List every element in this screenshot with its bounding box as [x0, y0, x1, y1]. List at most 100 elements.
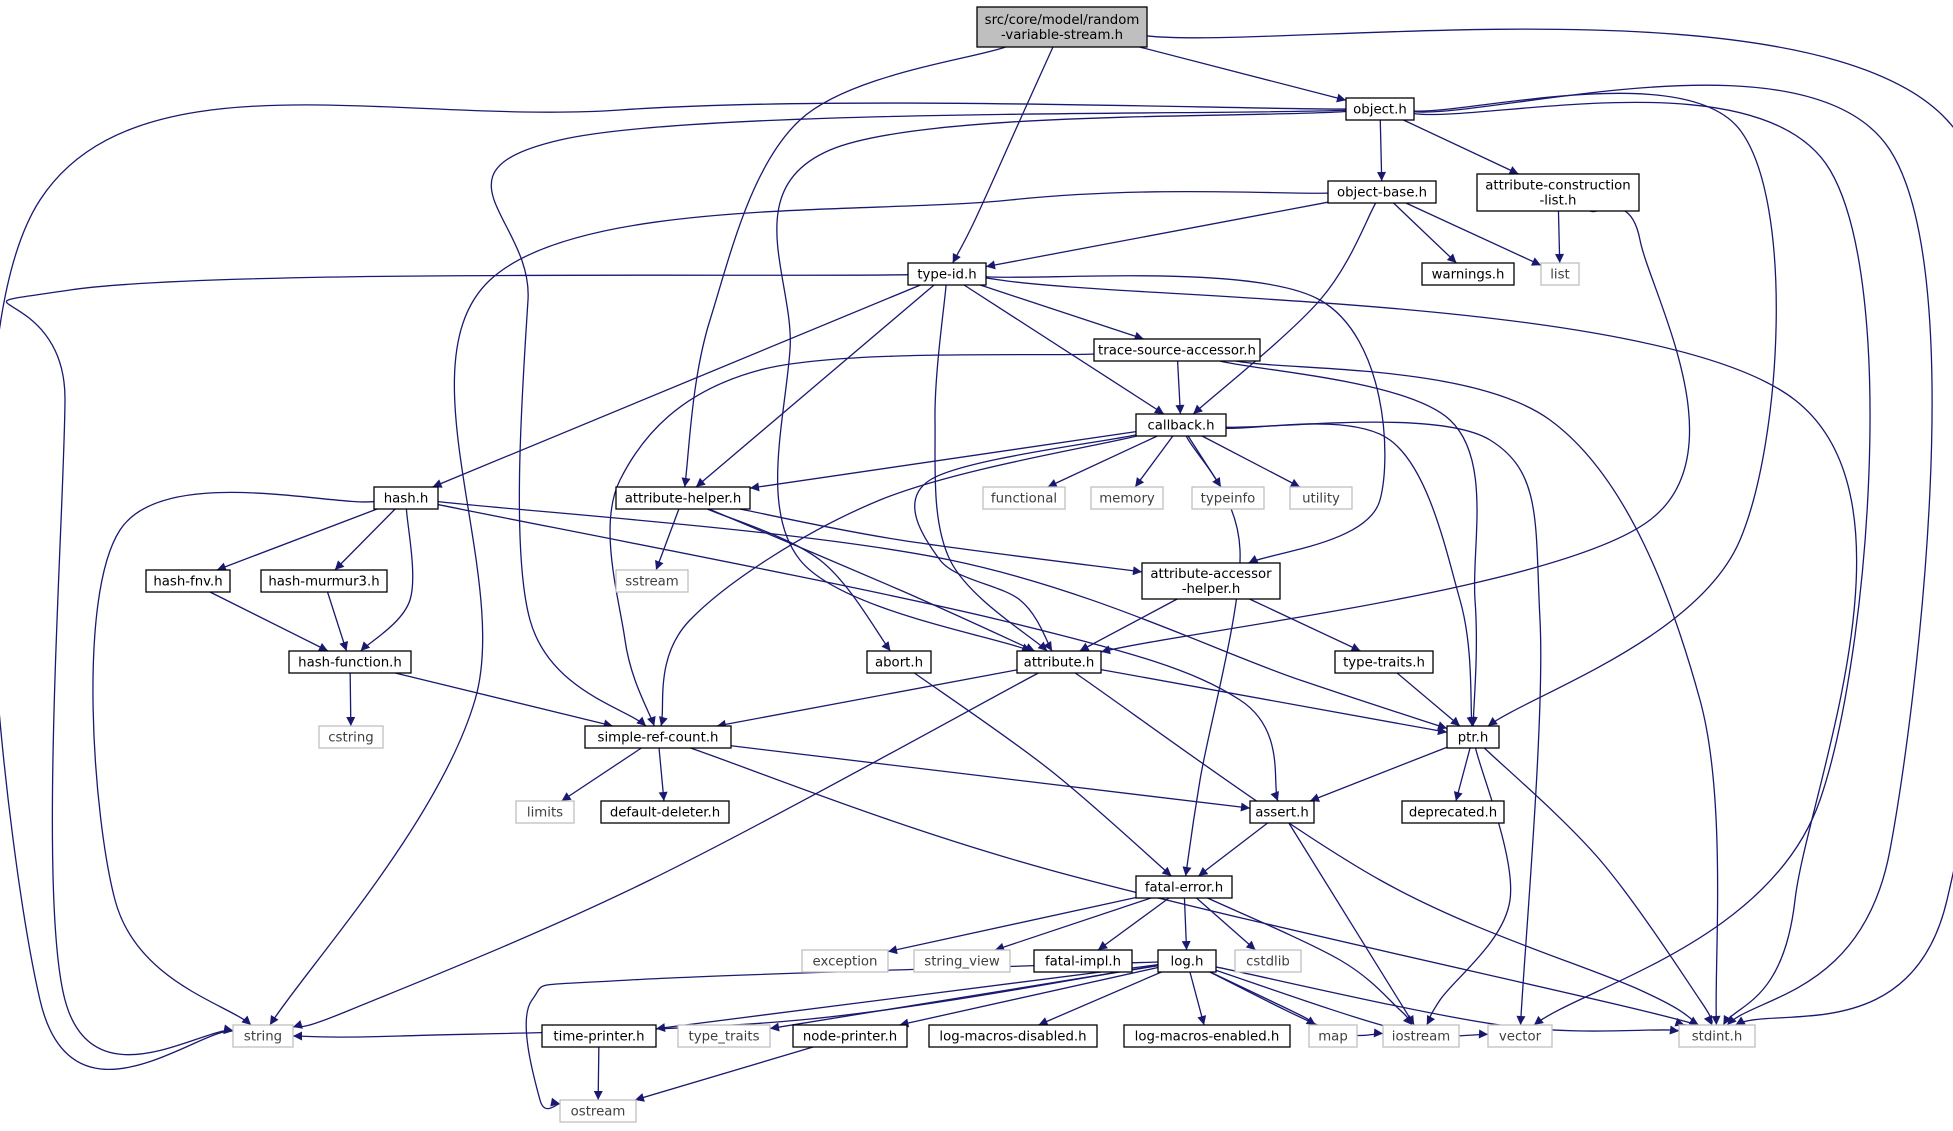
- node-box-object-base: [1327, 180, 1437, 204]
- node-map: map: [1308, 1024, 1358, 1048]
- node-label: -list.h: [1540, 194, 1577, 209]
- node-attribute[interactable]: attribute.h: [1016, 650, 1102, 674]
- node-type-traits-h[interactable]: type-traits.h: [1334, 650, 1434, 674]
- node-box-string: [232, 1024, 294, 1048]
- node-functional: functional: [982, 486, 1066, 510]
- node-cstring: cstring: [318, 725, 384, 749]
- edge-object-to-stdint: [1413, 84, 1933, 1026]
- node-label: -helper.h: [1182, 582, 1241, 597]
- node-box-ostream: [559, 1099, 637, 1123]
- node-hash-function[interactable]: hash-function.h: [288, 650, 412, 674]
- node-attr-accessor[interactable]: attribute-accessor-helper.h: [1141, 562, 1281, 600]
- node-label: callback.h: [1147, 419, 1214, 434]
- node-assert[interactable]: assert.h: [1249, 800, 1315, 824]
- edge-simple-ref-to-default-deleter: [658, 747, 668, 802]
- node-fatal-error[interactable]: fatal-error.h: [1135, 875, 1233, 899]
- edge-object-to-attr-construct: [1403, 119, 1519, 175]
- edge-trace-source-to-callback: [1175, 360, 1185, 415]
- node-trace-source[interactable]: trace-source-accessor.h: [1093, 338, 1261, 362]
- edge-ptr-to-deprecated: [1453, 747, 1471, 802]
- edge-callback-to-vector: [1225, 421, 1542, 1026]
- edge-object-to-attribute: [776, 110, 1347, 652]
- node-log-macros-disabled[interactable]: log-macros-disabled.h: [928, 1024, 1098, 1048]
- node-string_view: string_view: [913, 949, 1011, 973]
- edge-hash-to-assert: [437, 503, 1279, 802]
- node-log[interactable]: log.h: [1157, 949, 1217, 973]
- node-log-macros-enabled[interactable]: log-macros-enabled.h: [1123, 1024, 1291, 1048]
- edge-attribute-to-stdint: [1074, 672, 1699, 1026]
- node-box-root: [976, 6, 1148, 48]
- node-label: object.h: [1353, 103, 1407, 118]
- edge-attribute-to-simple-ref: [716, 669, 1018, 729]
- edge-hash-to-hash-function: [360, 508, 414, 652]
- node-label: src/core/model/random: [985, 13, 1140, 28]
- node-deprecated[interactable]: deprecated.h: [1401, 800, 1505, 824]
- node-box-object: [1345, 97, 1415, 121]
- node-label: log-macros-enabled.h: [1135, 1030, 1280, 1045]
- edge-hash-function-to-simple-ref: [395, 672, 613, 729]
- node-ptr[interactable]: ptr.h: [1446, 725, 1500, 749]
- edge-log-to-log-macros-enabled: [1189, 971, 1207, 1026]
- node-label: string: [244, 1030, 282, 1045]
- node-root[interactable]: src/core/model/random-variable-stream.h: [976, 6, 1148, 48]
- node-label: assert.h: [1255, 806, 1309, 821]
- node-label: type-traits.h: [1343, 656, 1425, 671]
- node-box-attr-accessor: [1141, 562, 1281, 600]
- node-label: limits: [527, 806, 563, 821]
- edge-attr-accessor-to-attribute: [1079, 598, 1178, 652]
- node-label: utility: [1302, 492, 1340, 507]
- node-memory: memory: [1090, 486, 1164, 510]
- node-label: vector: [1499, 1030, 1542, 1045]
- node-box-callback: [1135, 413, 1227, 437]
- node-fatal-impl[interactable]: fatal-impl.h: [1033, 949, 1133, 973]
- edge-hash-fnv-to-hash-function: [209, 591, 329, 652]
- edge-attr-helper-to-attribute: [708, 508, 1035, 652]
- edge-simple-ref-to-assert: [730, 745, 1251, 812]
- node-sstream: sstream: [615, 569, 689, 593]
- node-box-abort: [866, 650, 932, 674]
- node-box-simple-ref: [584, 725, 732, 749]
- edge-type-id-to-attr-helper: [695, 284, 935, 488]
- node-time-printer[interactable]: time-printer.h: [541, 1024, 657, 1048]
- node-type-id[interactable]: type-id.h: [907, 262, 987, 286]
- node-label: fatal-impl.h: [1045, 955, 1121, 970]
- edge-trace-source-to-ptr: [1219, 360, 1478, 727]
- node-box-stdint: [1678, 1024, 1756, 1048]
- node-hash[interactable]: hash.h: [373, 486, 439, 510]
- node-object-base[interactable]: object-base.h: [1327, 180, 1437, 204]
- node-attr-helper[interactable]: attribute-helper.h: [615, 486, 751, 510]
- edge-root-to-stdint: [1146, 28, 1953, 1026]
- node-label: trace-source-accessor.h: [1098, 344, 1256, 359]
- graph-nodes: src/core/model/random-variable-stream.h o…: [145, 6, 1756, 1123]
- edge-hash-to-ptr: [437, 501, 1448, 730]
- edge-type-id-to-stdint: [936, 269, 1858, 1026]
- node-box-hash: [373, 486, 439, 510]
- node-simple-ref[interactable]: simple-ref-count.h: [584, 725, 732, 749]
- node-warnings[interactable]: warnings.h: [1421, 262, 1515, 286]
- node-hash-fnv[interactable]: hash-fnv.h: [145, 569, 231, 593]
- node-iostream: iostream: [1382, 1024, 1460, 1048]
- node-attr-construct[interactable]: attribute-construction-list.h: [1476, 173, 1640, 212]
- node-label: map: [1318, 1030, 1348, 1045]
- node-box-list: [1540, 262, 1580, 286]
- edge-ptr-to-assert: [1309, 746, 1448, 802]
- node-object[interactable]: object.h: [1345, 97, 1415, 121]
- node-callback[interactable]: callback.h: [1135, 413, 1227, 437]
- node-box-attr-helper: [615, 486, 751, 510]
- node-abort[interactable]: abort.h: [866, 650, 932, 674]
- node-node-printer[interactable]: node-printer.h: [792, 1024, 908, 1048]
- edge-object-base-to-callback: [1192, 202, 1377, 415]
- edge-fatal-error-to-iostream: [1207, 897, 1413, 1026]
- node-vector: vector: [1487, 1024, 1553, 1048]
- node-hash-murmur3[interactable]: hash-murmur3.h: [260, 569, 388, 593]
- node-default-deleter[interactable]: default-deleter.h: [600, 800, 730, 824]
- node-box-time-printer: [541, 1024, 657, 1048]
- node-box-limits: [515, 800, 575, 824]
- node-cstdlib: cstdlib: [1234, 949, 1302, 973]
- edge-hash-to-hash-fnv: [216, 508, 378, 572]
- node-label: ostream: [571, 1105, 626, 1120]
- node-label: ptr.h: [1458, 731, 1489, 746]
- edge-attribute-to-string: [292, 672, 1039, 1029]
- edge-log-to-stdint: [1215, 966, 1687, 1035]
- node-label: node-printer.h: [803, 1030, 897, 1045]
